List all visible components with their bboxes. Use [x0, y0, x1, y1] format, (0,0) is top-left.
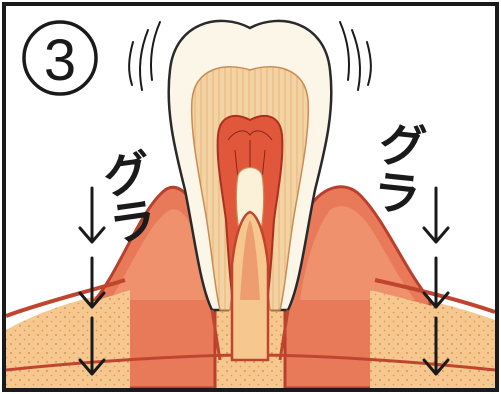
sfx-right: グラ: [362, 117, 428, 218]
step-number: 3: [44, 28, 76, 93]
